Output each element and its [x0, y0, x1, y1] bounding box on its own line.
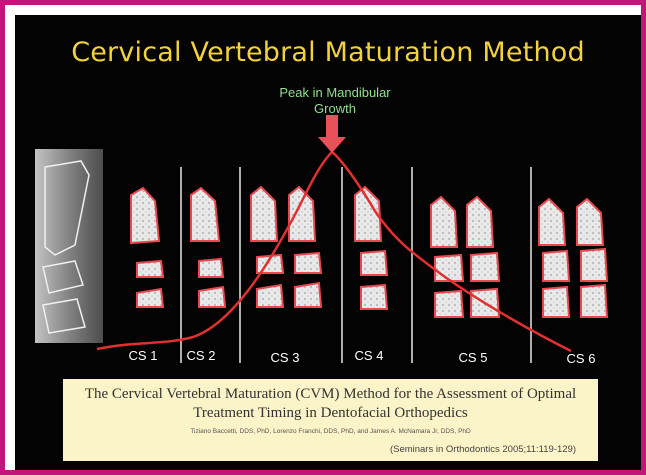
peak-arrow	[318, 115, 346, 153]
stage-label: CS 6	[567, 351, 596, 366]
reference-citation: (Seminars in Orthodontics 2005;11:119-12…	[390, 444, 576, 455]
vertebrae-cs5	[431, 197, 499, 317]
reference-box: The Cervical Vertebral Maturation (CVM) …	[63, 379, 598, 461]
xray-image	[35, 149, 103, 343]
stage-label: CS 5	[459, 350, 488, 365]
slide: Cervical Vertebral Maturation Method Pea…	[15, 15, 641, 470]
stage-label: CS 3	[271, 350, 300, 365]
vertebrae-cs3	[251, 187, 321, 307]
reference-title: The Cervical Vertebral Maturation (CVM) …	[76, 385, 586, 423]
stage-label: CS 1	[129, 348, 158, 363]
stage-label: CS 2	[187, 348, 216, 363]
growth-curve	[97, 152, 571, 351]
vertebrae-cs6	[539, 199, 607, 317]
reference-authors: Tiziano Baccetti, DDS, PhD, Lorenzo Fran…	[63, 428, 598, 435]
stage-label: CS 4	[355, 348, 384, 363]
vertebrae-cs2	[191, 188, 225, 307]
vertebrae-cs1	[131, 188, 163, 307]
